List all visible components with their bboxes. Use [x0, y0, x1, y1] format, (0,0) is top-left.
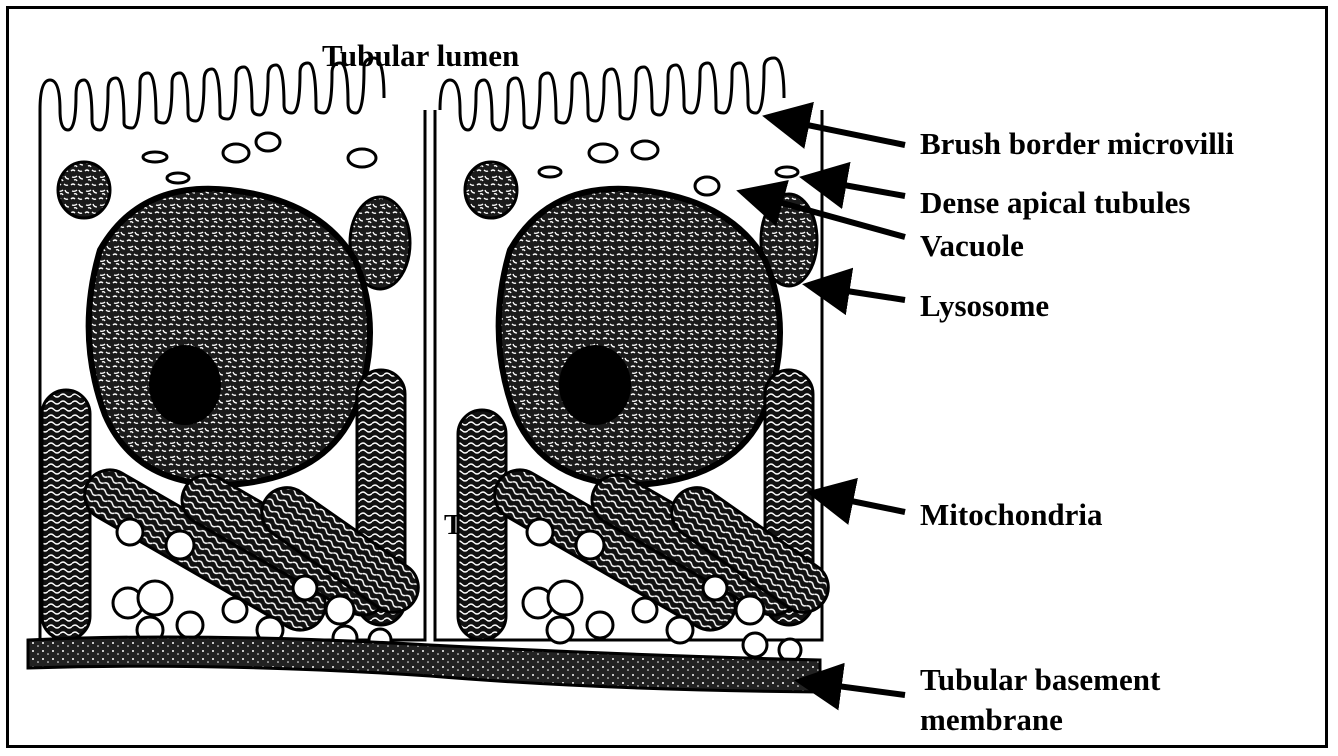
- cell-right: [435, 58, 838, 661]
- lysosome-label: Lysosome: [920, 288, 1049, 324]
- basement-label-line1: Tubular basement: [920, 662, 1160, 698]
- brush-border-label: Brush border microvilli: [920, 126, 1234, 162]
- vacuole-label: Vacuole: [920, 228, 1024, 264]
- dense-apical-tubules-label: Dense apical tubules: [920, 185, 1190, 221]
- mitochondria-label: Mitochondria: [920, 497, 1103, 533]
- tubular-lumen-label: Tubular lumen: [322, 38, 519, 74]
- basement-label-line2: membrane: [920, 702, 1063, 738]
- cell-left: [40, 58, 428, 651]
- basement-membrane: [28, 637, 820, 692]
- nucleus-right: [499, 189, 780, 485]
- nucleus-left: [89, 189, 370, 485]
- stray-mark: T: [444, 510, 463, 542]
